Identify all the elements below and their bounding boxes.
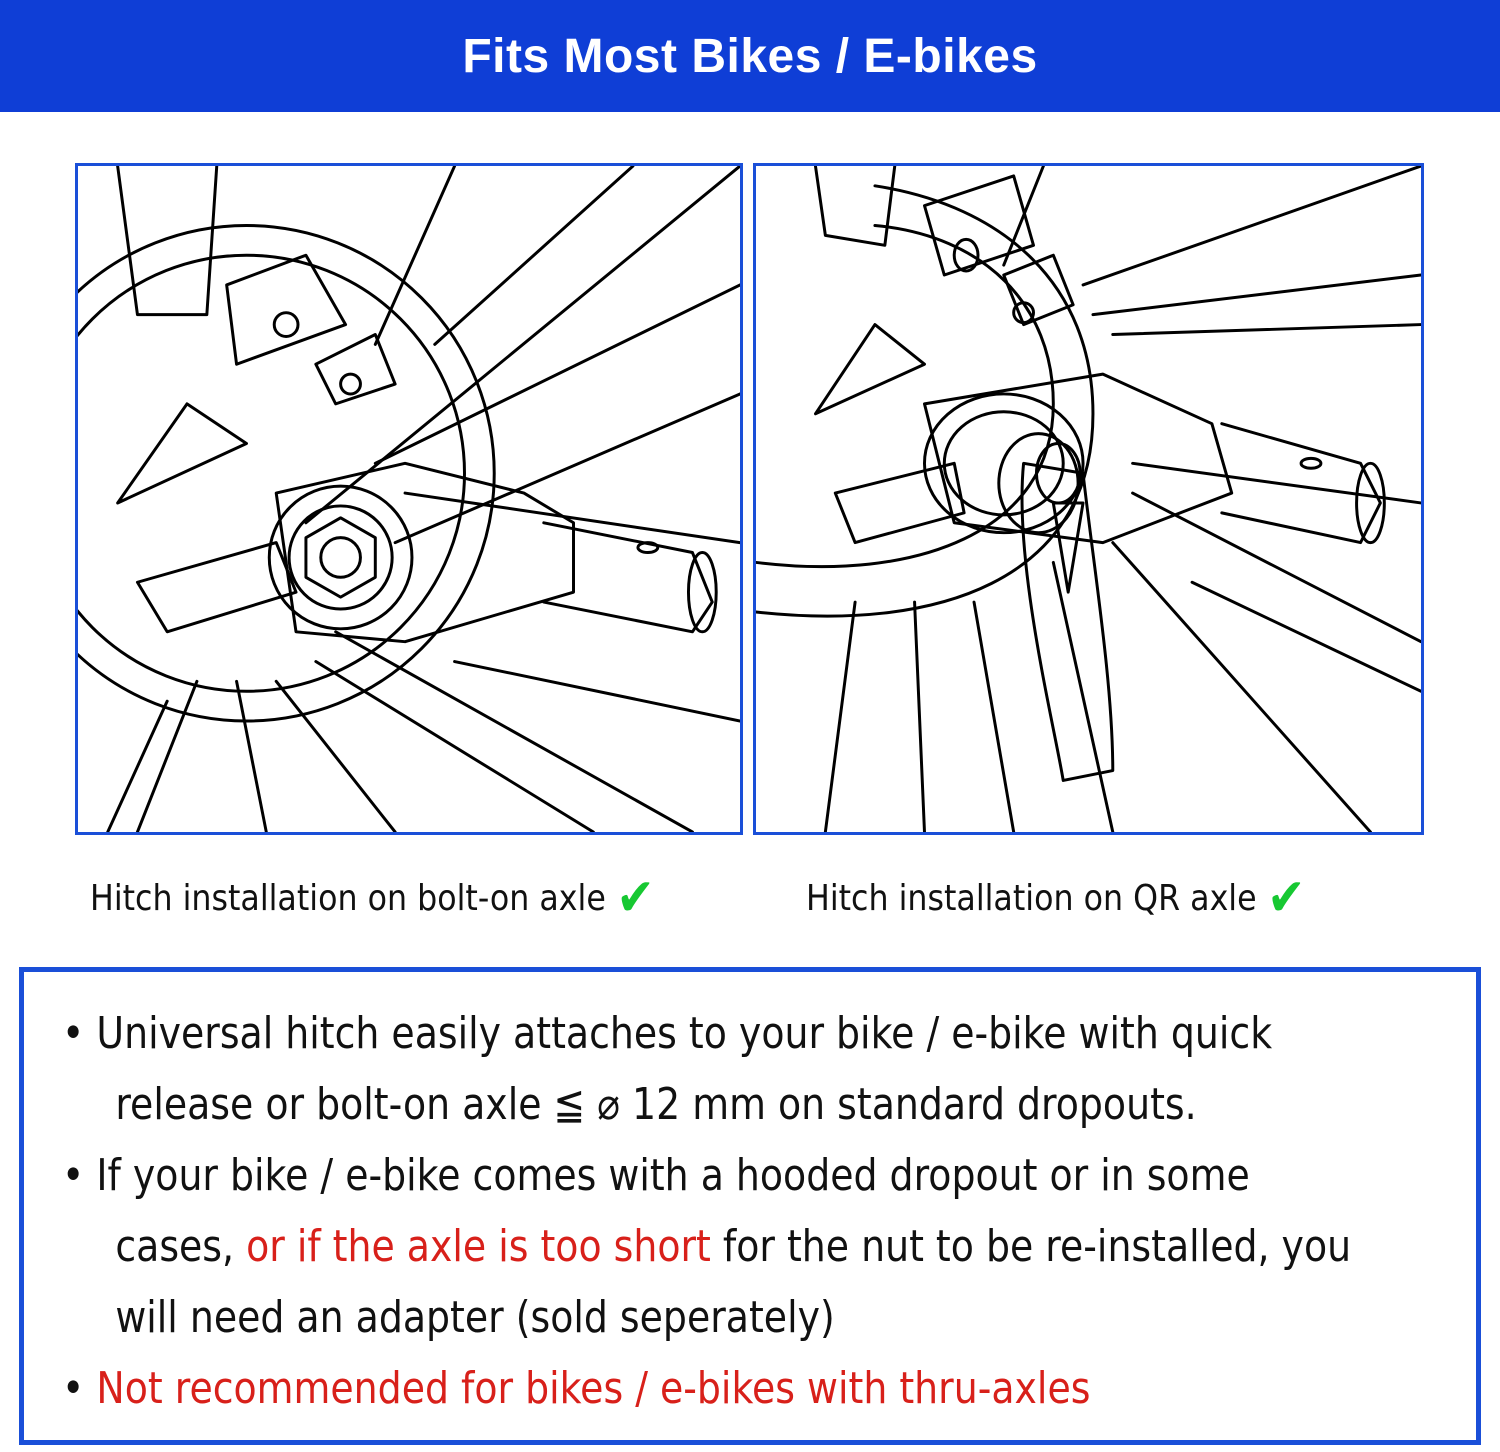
bolt-on-axle-illustration xyxy=(75,163,743,835)
bullet-text: will need an adapter (sold seperately) xyxy=(115,1292,835,1343)
bolt-on-axle-caption: Hitch installation on bolt-on axle ✔ xyxy=(90,868,655,928)
page-title: Fits Most Bikes / E-bikes xyxy=(462,29,1038,83)
warning-text: or if the axle is too short xyxy=(246,1221,711,1272)
check-icon: ✔ xyxy=(616,868,655,928)
qr-axle-caption: Hitch installation on QR axle ✔ xyxy=(806,868,1306,928)
bullet-text-part: cases, xyxy=(115,1221,247,1272)
compatibility-info-box: • Universal hitch easily attaches to you… xyxy=(19,967,1481,1445)
bullet-text: If your bike / e-bike comes with a hoode… xyxy=(96,1150,1250,1201)
qr-axle-illustration xyxy=(753,163,1424,835)
bullet-list: • Universal hitch easily attaches to you… xyxy=(62,998,1352,1424)
header-banner: Fits Most Bikes / E-bikes xyxy=(0,0,1500,112)
list-item: • Not recommended for bikes / e-bikes wi… xyxy=(62,1353,1352,1424)
bullet-text: release or bolt-on axle ≦ ⌀ 12 mm on sta… xyxy=(115,1079,1197,1130)
caption-text: Hitch installation on QR axle xyxy=(806,877,1257,919)
bullet-dot: • xyxy=(62,1363,85,1414)
list-item: • Universal hitch easily attaches to you… xyxy=(62,998,1352,1140)
bullet-dot: • xyxy=(62,1008,85,1059)
bullet-text-part: for the nut to be re-installed, you xyxy=(710,1221,1352,1272)
bullet-text: cases, or if the axle is too short for t… xyxy=(96,1211,1352,1282)
qr-axle-drawing xyxy=(756,166,1421,832)
warning-text: Not recommended for bikes / e-bikes with… xyxy=(96,1363,1091,1414)
bolt-on-axle-drawing xyxy=(78,166,740,832)
list-item: • If your bike / e-bike comes with a hoo… xyxy=(62,1140,1352,1353)
bullet-dot: • xyxy=(62,1150,85,1201)
check-icon: ✔ xyxy=(1267,868,1306,928)
caption-text: Hitch installation on bolt-on axle xyxy=(90,877,606,919)
bullet-text: Universal hitch easily attaches to your … xyxy=(96,1008,1273,1059)
